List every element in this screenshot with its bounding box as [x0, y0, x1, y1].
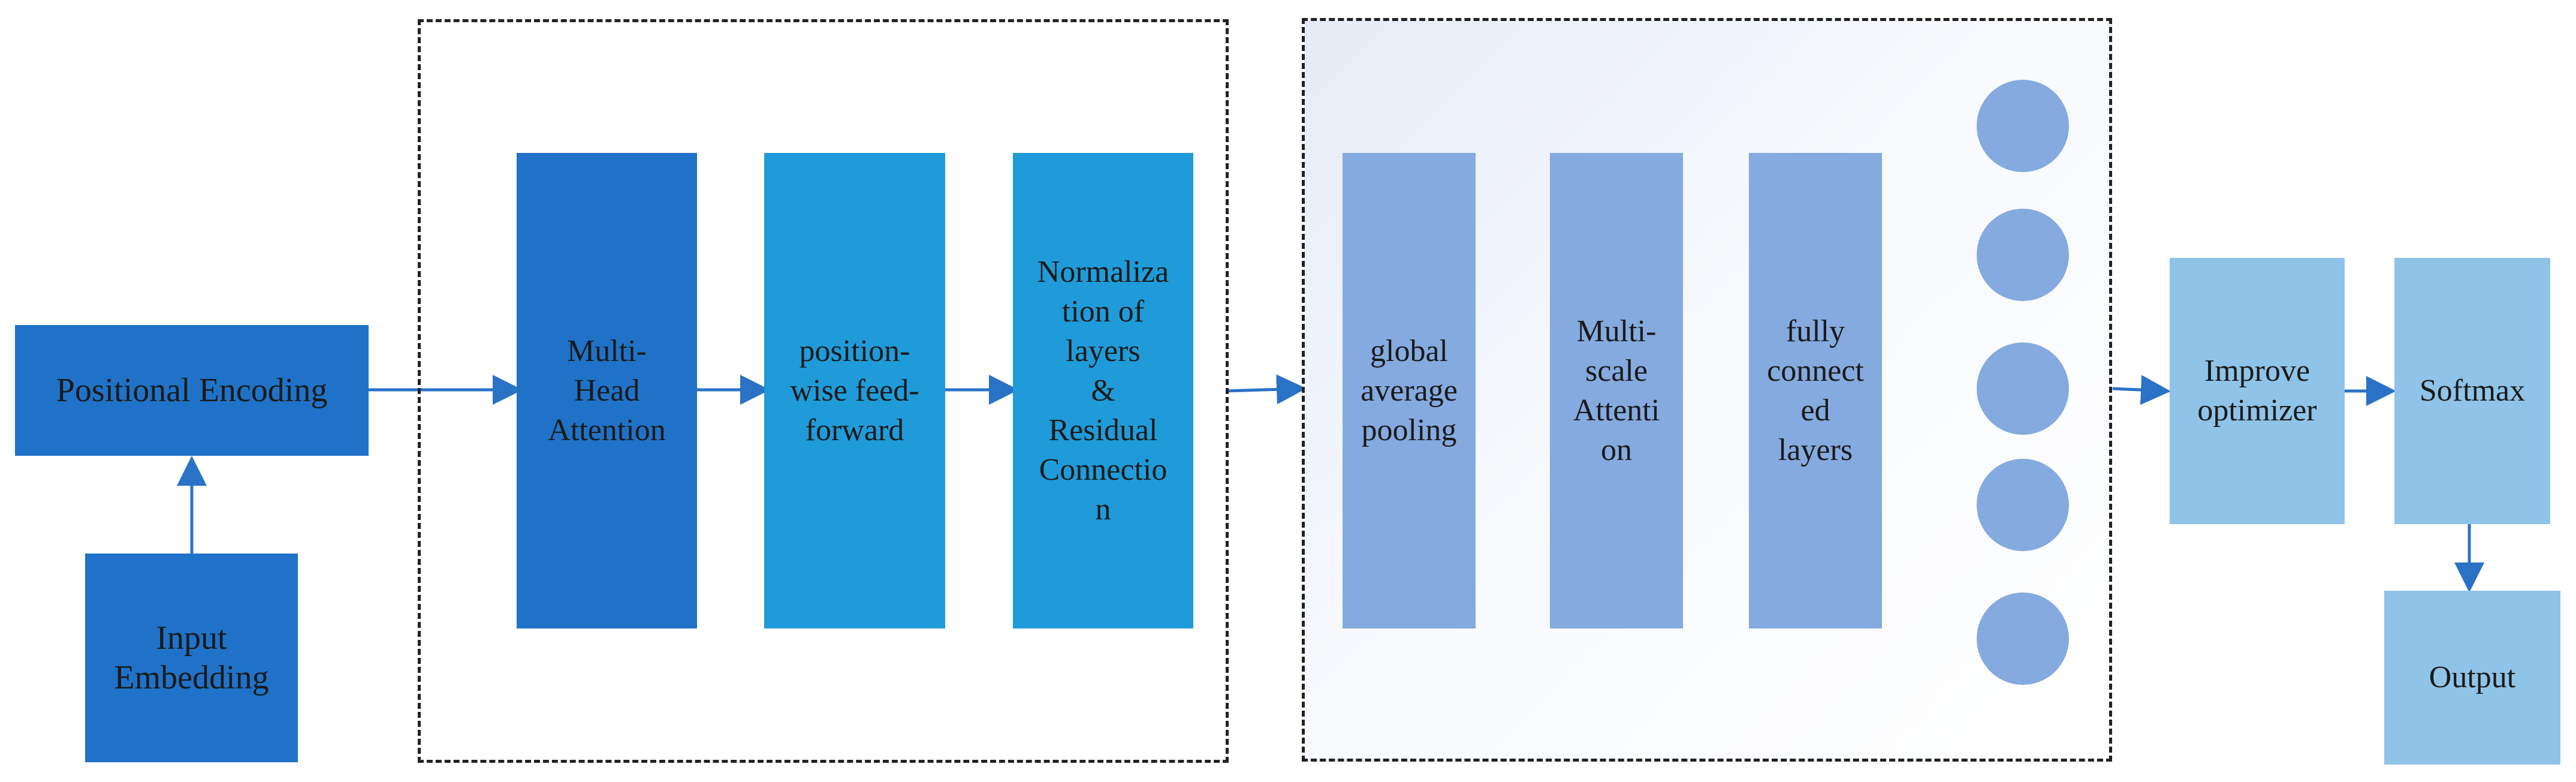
normalization-residual-block: Normaliza tion of layers & Residual Conn…	[1013, 153, 1193, 628]
positional-encoding-block: Positional Encoding	[15, 325, 369, 456]
multi-head-attention-block: Multi- Head Attention	[517, 153, 697, 628]
output-node-2	[1977, 209, 2069, 301]
softmax-block: Softmax	[2394, 258, 2550, 524]
input-embedding-block: Input Embedding	[85, 554, 298, 762]
encoder-group-box	[418, 19, 1229, 763]
global-average-pooling-block: global average pooling	[1343, 153, 1476, 628]
output-block: Output	[2384, 591, 2560, 765]
output-node-4	[1977, 459, 2069, 551]
output-node-5	[1977, 592, 2069, 685]
arrow-nodes-to-optimizer	[2112, 375, 2171, 405]
position-wise-feed-forward-block: position- wise feed- forward	[764, 153, 945, 628]
output-node-1	[1977, 80, 2069, 172]
improve-optimizer-block: Improve optimizer	[2170, 258, 2345, 524]
arrow-norm-to-pooling	[1225, 374, 1307, 405]
multi-scale-attention-block: Multi- scale Attenti on	[1550, 153, 1683, 628]
fully-connected-layers-block: fully connect ed layers	[1749, 153, 1882, 628]
output-node-3	[1977, 342, 2069, 435]
